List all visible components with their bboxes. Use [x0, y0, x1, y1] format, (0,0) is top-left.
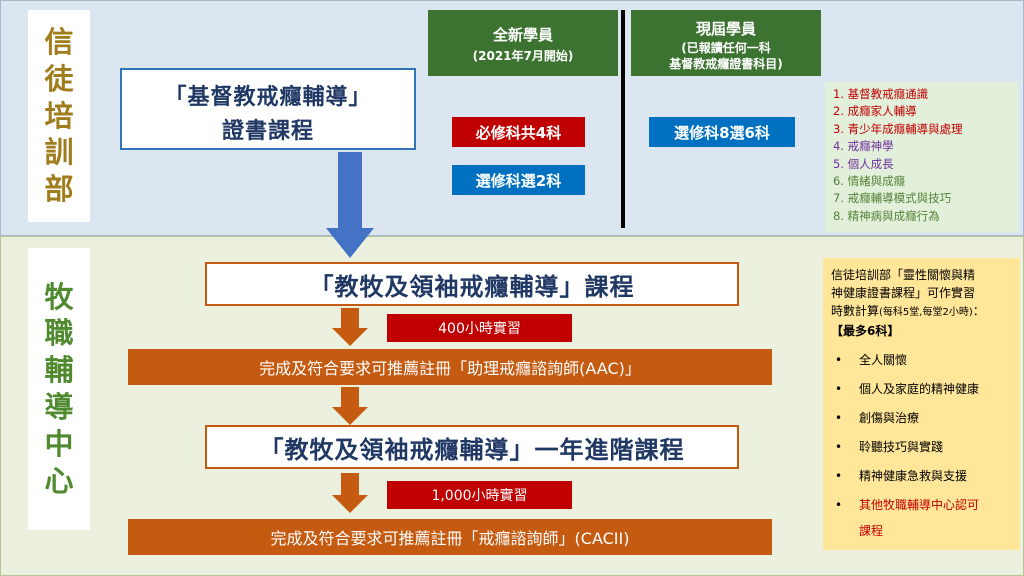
cacii-registration-bar: 完成及符合要求可推薦註冊「戒癮諮詢師」(CACII): [128, 519, 772, 555]
section-label-char: 心: [44, 463, 74, 498]
note-line-3a: 時數計算: [831, 304, 880, 318]
note-course-label: 聆聽技巧與實踐: [859, 440, 944, 454]
section-label-char: 輔: [44, 353, 74, 388]
practicum-note-panel: 信徒培訓部「靈性關懷與精 神健康證書課程」可作實習 時數計算(每科5堂,每堂2小…: [823, 258, 1020, 550]
elective-current-box: 選修科8選6科: [649, 117, 795, 147]
note-course-item: • 創傷與治療: [831, 404, 1014, 433]
current-students-subtitle-1: (已報讀任何一科: [681, 41, 771, 55]
down-arrow-icon: [326, 152, 374, 258]
note-tail: 課程: [859, 524, 884, 538]
required-subjects-box: 必修科共4科: [452, 117, 585, 147]
note-course-item: • 個人及家庭的精神健康: [831, 375, 1014, 404]
current-students-header: 現屆學員 (已報讀任何一科 基督教戒癮證書科目): [631, 10, 821, 76]
aac-registration-bar: 完成及符合要求可推薦註冊「助理戒癮諮詢師(AAC)」: [128, 349, 772, 385]
note-line-1: 信徒培訓部「靈性關懷與精: [831, 268, 976, 282]
certificate-course-box: 「基督教戒癮輔導」 證書課程: [120, 68, 416, 150]
subject-item: 8. 精神病與成癮行為: [833, 208, 940, 223]
course-advanced-box: 「教牧及領袖戒癮輔導」一年進階課程: [205, 425, 739, 469]
note-line-3c: ：: [972, 304, 985, 318]
bullet-icon: •: [835, 498, 843, 512]
note-line-2: 神健康證書課程」可作實習: [831, 286, 976, 300]
current-students-title: 現屆學員: [695, 20, 756, 38]
note-course-label: 創傷與治療: [859, 411, 920, 425]
practicum-hours-1000: 1,000小時實習: [387, 481, 572, 509]
subject-list-panel: 1. 基督教戒癮通識 2. 成癮家人輔導 3. 青少年成癮輔導與處理 4. 戒癮神學 5…: [825, 82, 1018, 232]
note-line-4: 【最多6科】: [831, 324, 900, 338]
section-label-char: 訓: [44, 135, 74, 170]
down-arrow-icon: [332, 473, 368, 513]
section-label-pastoral-center: 牧職輔導中心: [28, 248, 90, 530]
bullet-icon: •: [835, 353, 843, 367]
subject-item: 2. 成癮家人輔導: [833, 104, 917, 119]
note-course-label: 精神健康急救與支援: [859, 469, 968, 483]
section-label-char: 中: [44, 426, 74, 461]
note-course-item: • 其他牧職輔導中心認可: [831, 491, 1014, 520]
note-course-item: • 全人關懷: [831, 346, 1014, 375]
column-divider: [621, 10, 625, 228]
subject-item: 3. 青少年成癮輔導與處理: [833, 121, 963, 136]
bullet-icon: •: [835, 440, 843, 454]
note-line-3: 時數計算(每科5堂,每堂2小時)：: [831, 302, 1014, 322]
note-course-label: 其他牧職輔導中心認可: [859, 498, 980, 512]
section-label-char: 培: [44, 98, 74, 133]
down-arrow-icon: [332, 387, 368, 425]
certificate-title: 「基督教戒癮輔導」: [164, 85, 372, 110]
bullet-icon: •: [835, 469, 843, 483]
note-line-3b: (每科5堂,每堂2小時): [879, 307, 973, 318]
section-label-char: 職: [44, 316, 74, 351]
section-label-training: 信徒培訓部: [28, 10, 90, 222]
note-course-item: • 精神健康急救與支援: [831, 462, 1014, 491]
new-students-title: 全新學員: [492, 26, 553, 44]
new-students-subtitle: (2021年7月開始): [472, 49, 574, 63]
current-students-subtitle-2: 基督教戒癮證書科目): [669, 56, 783, 71]
bullet-icon: •: [835, 411, 843, 425]
note-course-label: 全人關懷: [859, 353, 908, 367]
subject-item: 4. 戒癮神學: [833, 139, 894, 154]
note-course-label: 個人及家庭的精神健康: [859, 382, 980, 396]
practicum-hours-400: 400小時實習: [387, 314, 572, 342]
subject-item: 5. 個人成長: [833, 156, 894, 171]
elective-new-box: 選修科選2科: [452, 165, 585, 195]
new-students-header: 全新學員 (2021年7月開始): [428, 10, 618, 76]
section-label-char: 徒: [44, 61, 74, 96]
note-course-item: • 聆聽技巧與實踐: [831, 433, 1014, 462]
section-label-char: 導: [44, 390, 74, 424]
section-label-char: 信: [44, 24, 74, 59]
section-label-char: 牧: [44, 279, 74, 314]
bullet-icon: •: [835, 382, 843, 396]
course-basic-box: 「教牧及領袖戒癮輔導」課程: [205, 262, 739, 306]
note-course-list: • 全人關懷 • 個人及家庭的精神健康 • 創傷與治療 • 聆聽技巧與實踐 • 精神健康急救與支援…: [831, 346, 1014, 520]
subject-item: 6. 情緒與成癮: [833, 174, 906, 189]
subject-list: 1. 基督教戒癮通識 2. 成癮家人輔導 3. 青少年成癮輔導與處理 4. 戒癮神學 5…: [833, 86, 1018, 225]
subject-item: 7. 戒癮輔導模式與技巧: [833, 191, 952, 206]
section-label-char: 部: [44, 172, 74, 207]
certificate-subtitle: 證書課程: [221, 119, 314, 144]
down-arrow-icon: [332, 308, 368, 346]
subject-item: 1. 基督教戒癮通識: [833, 87, 929, 101]
